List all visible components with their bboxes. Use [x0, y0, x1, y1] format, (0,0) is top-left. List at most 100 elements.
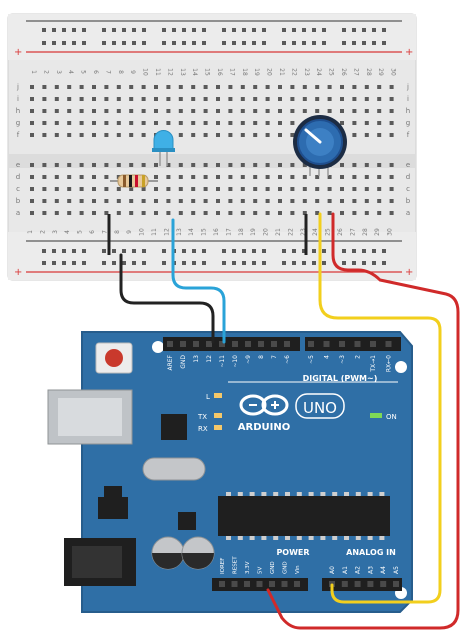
breadboard-hole	[290, 97, 295, 101]
breadboard-hole	[315, 199, 320, 203]
breadboard-hole	[340, 97, 344, 101]
power-header-hole[interactable]	[231, 581, 238, 587]
row-letter: e	[16, 161, 20, 169]
digital-header-hole[interactable]	[167, 341, 173, 347]
breadboard-hole	[191, 211, 196, 215]
digital-pin-label: 12	[206, 355, 213, 363]
breadboard-hole	[54, 211, 59, 215]
breadboard-hole	[116, 85, 121, 89]
digital-header-hole[interactable]	[323, 341, 330, 347]
power-header-hole[interactable]	[244, 581, 250, 587]
analog-header-hole[interactable]	[367, 581, 374, 587]
breadboard-hole	[79, 109, 84, 113]
breadboard-hole	[79, 211, 84, 215]
column-number: 18	[238, 228, 245, 236]
power-header-hole[interactable]	[281, 581, 288, 587]
digital-header-hole[interactable]	[193, 341, 199, 347]
power-pin-label: Vin	[295, 565, 301, 574]
analog-header-hole[interactable]	[393, 581, 399, 587]
rail-hole	[322, 261, 326, 265]
rail-hole	[382, 249, 386, 253]
row-letter: a	[16, 209, 20, 217]
rail-hole	[42, 28, 46, 32]
digital-header-hole[interactable]	[284, 341, 290, 347]
power-header-hole[interactable]	[294, 581, 300, 587]
breadboard-hole	[42, 199, 47, 203]
wire-red-5v[interactable]	[266, 212, 460, 630]
blue-led[interactable]	[152, 130, 175, 167]
l-label: L	[206, 393, 210, 401]
rail-hole	[182, 41, 186, 45]
column-number: 18	[241, 68, 248, 76]
column-number: 28	[362, 228, 369, 236]
rail-hole	[112, 261, 116, 265]
column-number: 1	[30, 70, 37, 74]
wire-black-gnd[interactable]	[119, 253, 215, 344]
row-letter: e	[406, 161, 410, 169]
digital-header-hole[interactable]	[354, 341, 361, 347]
digital-header-hole[interactable]	[271, 341, 277, 347]
rail-hole	[312, 41, 316, 45]
wire-blue-pin13[interactable]	[171, 218, 226, 344]
resistor-band-2	[129, 175, 132, 187]
l-led	[214, 393, 222, 398]
rail-hole	[142, 249, 146, 253]
breadboard-hole	[278, 121, 282, 125]
digital-header-hole[interactable]	[245, 341, 251, 347]
column-number: 9	[126, 230, 133, 234]
breadboard-hole	[141, 187, 146, 191]
breadboard-hole	[228, 163, 233, 167]
breadboard-hole	[340, 85, 344, 89]
rail-hole	[342, 249, 346, 253]
digital-header-hole[interactable]	[308, 341, 314, 347]
potentiometer[interactable]	[293, 115, 347, 176]
breadboard-hole	[389, 211, 394, 215]
rail-hole	[232, 41, 236, 45]
mcu-pin	[237, 492, 243, 496]
digital-header-hole[interactable]	[339, 341, 345, 347]
digital-header-hole[interactable]	[206, 341, 212, 347]
digital-header-hole[interactable]	[219, 341, 225, 347]
breadboard-hole	[166, 163, 171, 167]
mcu-pin	[296, 492, 302, 496]
mcu-pin	[261, 492, 267, 496]
analog-header-hole[interactable]	[341, 581, 348, 587]
power-header-hole[interactable]	[269, 581, 275, 587]
digital-header-hole[interactable]	[385, 341, 392, 347]
power-header-hole[interactable]	[219, 581, 225, 587]
rail-hole	[262, 41, 266, 45]
power-header-hole[interactable]	[256, 581, 263, 587]
breadboard-hole	[315, 211, 320, 215]
breadboard-hole	[278, 85, 282, 89]
breadboard-hole	[302, 199, 307, 203]
led-rim	[152, 148, 175, 152]
breadboard-hole	[141, 211, 146, 215]
rail-hole	[312, 28, 316, 32]
mcu-pin	[367, 492, 373, 496]
digital-header-hole[interactable]	[370, 341, 376, 347]
rail-hole	[102, 261, 106, 265]
rail-hole	[62, 28, 66, 32]
digital-header-hole[interactable]	[258, 341, 264, 347]
breadboard-hole	[54, 133, 59, 137]
wire-yellow-a0[interactable]	[318, 212, 442, 604]
breadboard-hole	[67, 109, 72, 113]
breadboard-hole	[104, 211, 109, 215]
digital-header-hole[interactable]	[180, 341, 186, 347]
analog-header-hole[interactable]	[380, 581, 387, 587]
analog-header-hole[interactable]	[354, 581, 361, 587]
breadboard-hole	[92, 187, 96, 191]
breadboard-hole	[377, 85, 382, 89]
rail-hole	[192, 41, 196, 45]
reset-button[interactable]	[105, 349, 123, 367]
tx-led	[214, 413, 222, 418]
rail-hole	[242, 28, 246, 32]
digital-pin-label: AREF	[167, 354, 174, 370]
mcu-pin	[249, 536, 255, 540]
breadboard-hole	[278, 97, 282, 101]
breadboard-hole	[166, 109, 171, 113]
breadboard-hole	[340, 109, 344, 113]
resistor[interactable]	[110, 174, 158, 188]
breadboard-hole	[327, 175, 332, 179]
digital-header-hole[interactable]	[232, 341, 238, 347]
